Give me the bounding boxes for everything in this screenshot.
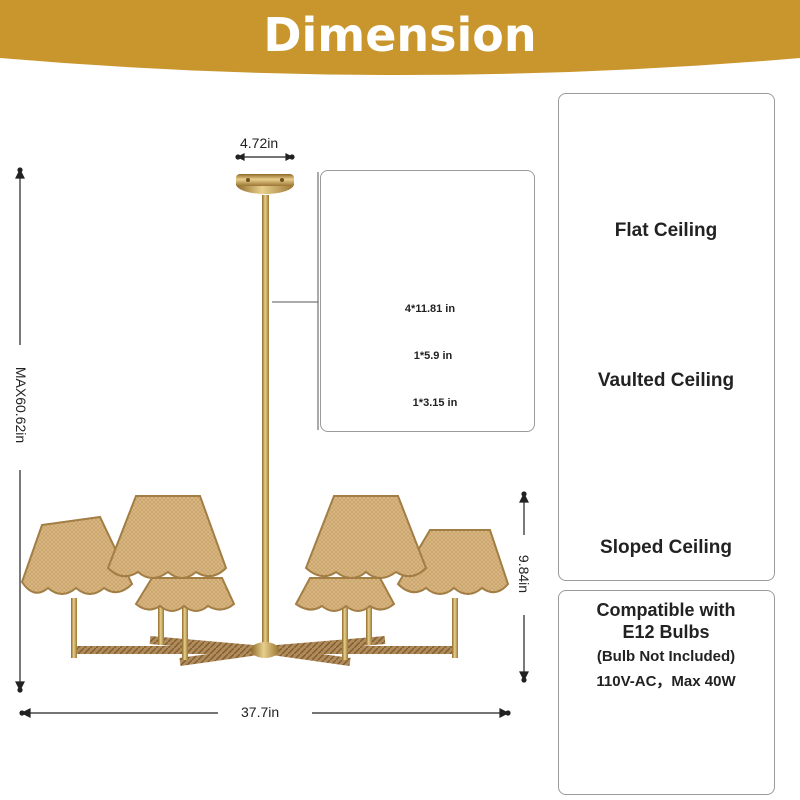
- lamp-shades: [20, 495, 510, 612]
- overall-width-label: 37.7in: [241, 704, 280, 720]
- long-rods-label: 4*11.81 in: [404, 303, 456, 315]
- rod-leader-line: [272, 172, 319, 430]
- chandelier-canopy: [236, 174, 294, 645]
- flat-ceiling-label: Flat Ceiling: [614, 220, 718, 241]
- extension-rods-panel: [320, 170, 535, 432]
- shade-height-label: 9.84in: [516, 554, 532, 594]
- canopy-width-label: 4.72in: [240, 135, 279, 151]
- bulb-compatibility-panel: [558, 590, 775, 795]
- mid-rod-label: 1*5.9 in: [413, 350, 453, 362]
- bulb-compat-line1: Compatible with: [596, 600, 736, 620]
- height-dimension-line: [15, 167, 529, 693]
- chandelier-arms: [71, 590, 458, 666]
- bulb-compat-line2: E12 Bulbs: [622, 622, 710, 642]
- width-dimension-line: [19, 153, 511, 718]
- mounting-options-panel: [558, 93, 775, 581]
- max-height-label: MAX60.62in: [13, 366, 29, 444]
- sloped-ceiling-label: Sloped Ceiling: [600, 537, 732, 558]
- bulb-voltage: 110V-AC，Max 40W: [596, 673, 736, 690]
- short-rod-label: 1*3.15 in: [412, 397, 458, 409]
- page-title: Dimension: [263, 8, 537, 62]
- header-band-shape: [0, 0, 800, 75]
- vaulted-ceiling-label: Vaulted Ceiling: [597, 370, 735, 391]
- bulb-not-included: (Bulb Not Included): [596, 648, 736, 665]
